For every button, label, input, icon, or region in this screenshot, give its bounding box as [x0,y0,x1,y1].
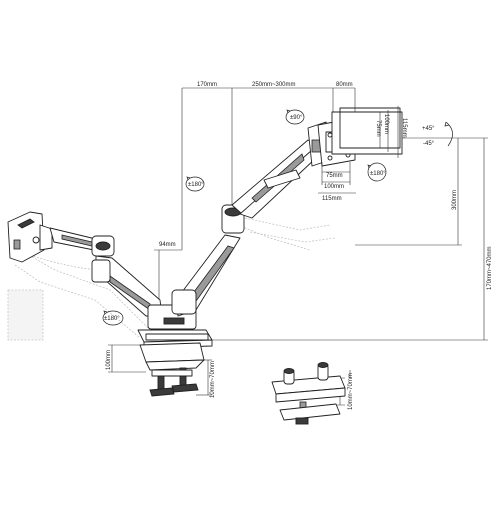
label-170mm: 170mm [197,82,217,88]
label-vesa-100-h: 100mm [324,184,344,190]
label-300mm: 300mm [452,190,458,210]
label-170-470mm: 170mm~470mm [487,246,493,290]
label-250-300mm: 250mm~300mm [252,82,296,88]
desk-clamp [139,342,205,397]
label-vesa-115-v: 115mm [401,118,407,138]
grommet-mount [271,362,346,425]
label-10-70mm-clamp: 10mm~70mm [210,361,216,398]
dimension-lines [108,87,488,406]
label-vesa-75-h: 75mm [326,173,343,179]
label-10-70mm-grommet: 10mm~70mm [348,373,354,410]
left-vesa-plate [7,211,53,263]
label-vesa-115-h: 115mm [322,196,342,202]
right-arm [171,121,331,317]
label-tilt-plus: +45° [422,126,435,132]
label-rot-180-c: ±180° [370,171,386,177]
label-80mm: 80mm [336,82,353,88]
label-tilt-minus: -45° [423,141,435,147]
rotation-indicators [102,109,453,326]
label-100mm-clamp: 100mm [106,350,112,370]
label-vesa-100-v: 100mm [383,114,389,134]
label-rot-180-b: ±180° [104,316,120,322]
label-vesa-75-v: 75mm [375,120,381,137]
dimension-labels: 170mm 250mm~300mm 80mm 94mm ±90° ±180° ±… [104,82,493,410]
right-vesa-plate [317,106,403,194]
label-rot-180-a: ±180° [188,182,204,188]
ghost-arm-positions [7,217,336,341]
left-arm [49,227,163,317]
label-94mm: 94mm [159,242,176,248]
label-rot-90: ±90° [290,115,303,121]
